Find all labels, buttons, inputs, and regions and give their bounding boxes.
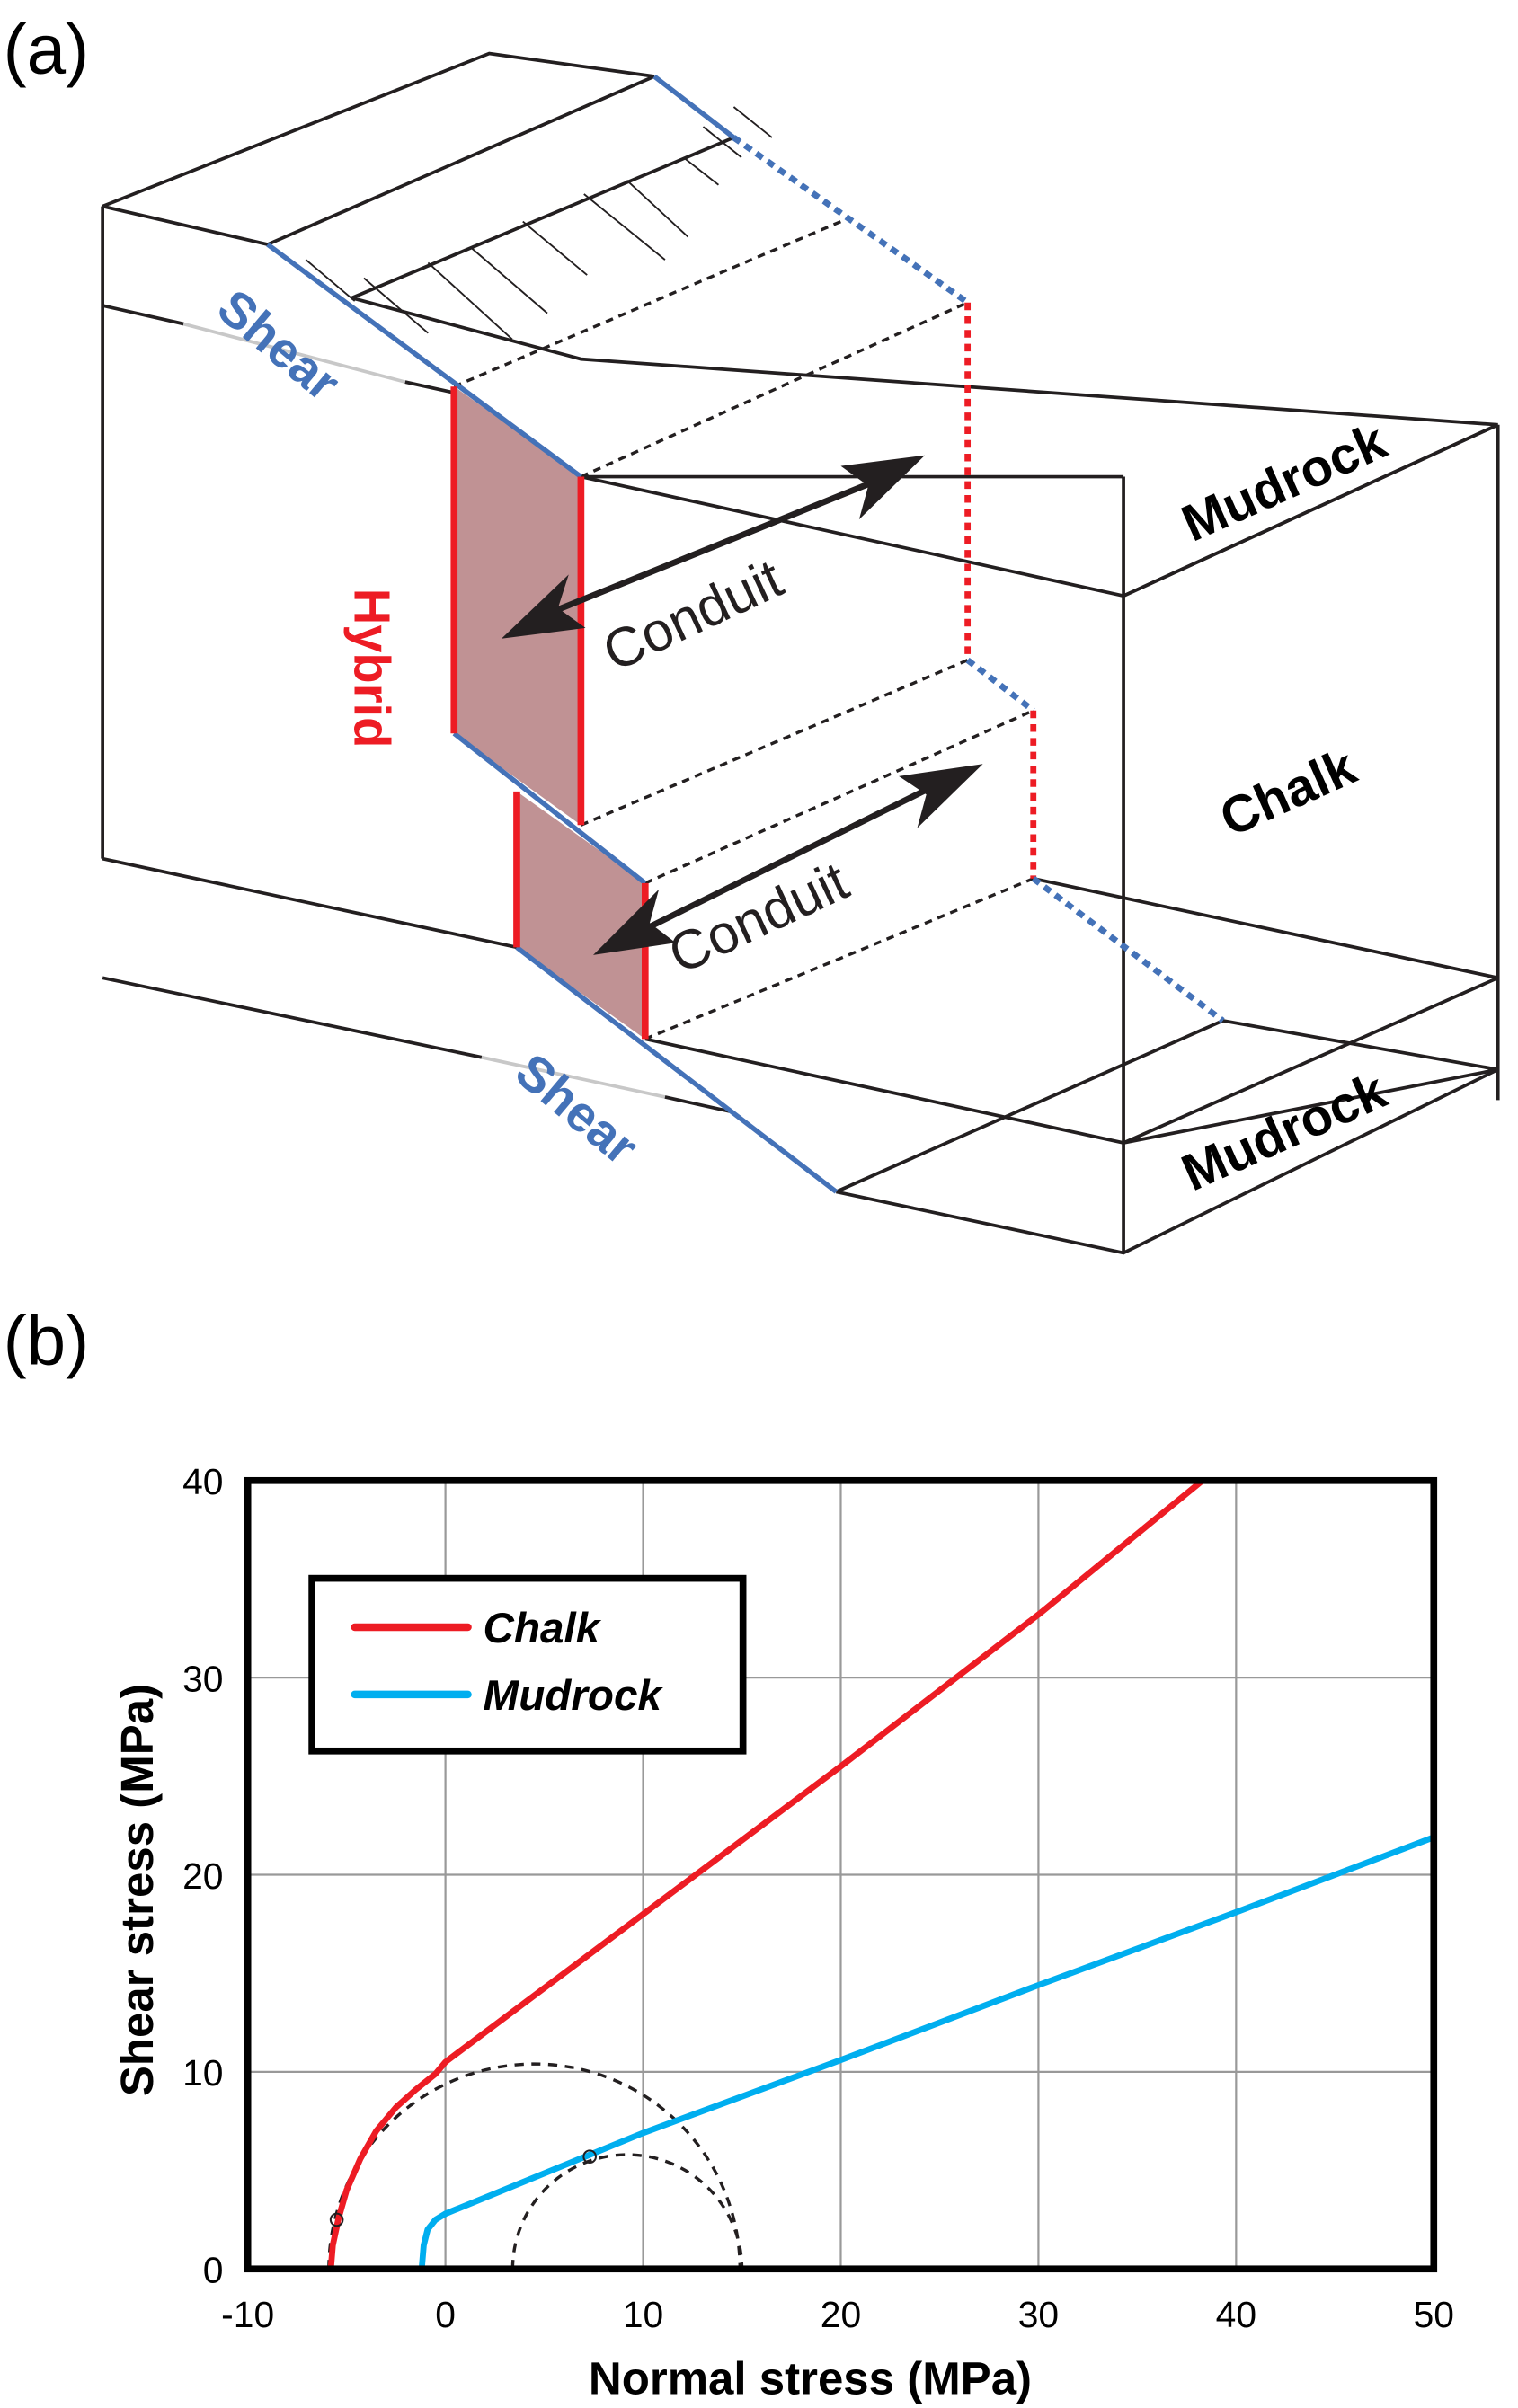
x-tick-label: 40 [1216, 2294, 1256, 2335]
x-axis-label: Normal stress (MPa) [589, 2353, 1032, 2404]
tangent-point [582, 2149, 597, 2165]
mohr-circle [510, 2153, 744, 2270]
y-tick-label: 0 [203, 2250, 224, 2291]
fracture-traces [453, 135, 1225, 1040]
y-tick-label: 20 [182, 1855, 223, 1897]
top-surface-edge [102, 204, 269, 246]
legend-box [308, 1574, 747, 1755]
series-line-mudrock [418, 1834, 1434, 2270]
x-tick-label: 10 [623, 2294, 663, 2335]
mohr-circles [327, 2063, 744, 2270]
legend-label-chalk: Chalk [484, 1605, 602, 1652]
plot-frame [244, 1476, 1438, 2273]
shear-label-top: Shear [208, 279, 351, 412]
x-tick-label: 20 [821, 2294, 861, 2335]
x-tick-label: -10 [221, 2294, 274, 2335]
series-group [327, 1480, 1434, 2270]
mudrock-label-upper: Mudrock [1174, 412, 1396, 553]
hybrid-label: Hybrid [344, 589, 401, 748]
x-tick-label: 0 [435, 2294, 456, 2335]
panel-b-label: (b) [4, 1301, 90, 1380]
legend-label-mudrock: Mudrock [484, 1672, 664, 1720]
chalk-label: Chalk [1212, 738, 1365, 848]
conduit-arrow-lower [592, 764, 983, 955]
mudrock-label-lower: Mudrock [1174, 1061, 1396, 1202]
tangent-point [329, 2212, 344, 2227]
y-tick-label: 40 [182, 1461, 223, 1502]
y-tick-label: 10 [182, 2052, 223, 2094]
x-tick-label: 30 [1018, 2294, 1059, 2335]
block-diagram: Shear Shear Hybrid Conduit Conduit Mudro… [101, 51, 1500, 1255]
y-axis-label: Shear stress (MPa) [111, 1684, 163, 2096]
series-line-chalk [327, 1480, 1205, 2270]
conduit-arrow-upper [501, 455, 926, 639]
shear-fault-trace [266, 242, 583, 479]
conduit-label-upper: Conduit [594, 547, 792, 683]
hybrid-fracture-edges [450, 386, 649, 1040]
y-tick-label: 30 [182, 1658, 223, 1699]
panel-a-label: (a) [4, 10, 90, 89]
shear-label-bottom: Shear [505, 1042, 649, 1176]
hybrid-fracture-lower [516, 791, 645, 1040]
hybrid-fracture-upper [454, 386, 581, 826]
mohr-circle [327, 2063, 742, 2270]
fault-scarp-hatch [305, 106, 773, 341]
x-tick-label: 50 [1414, 2294, 1454, 2335]
